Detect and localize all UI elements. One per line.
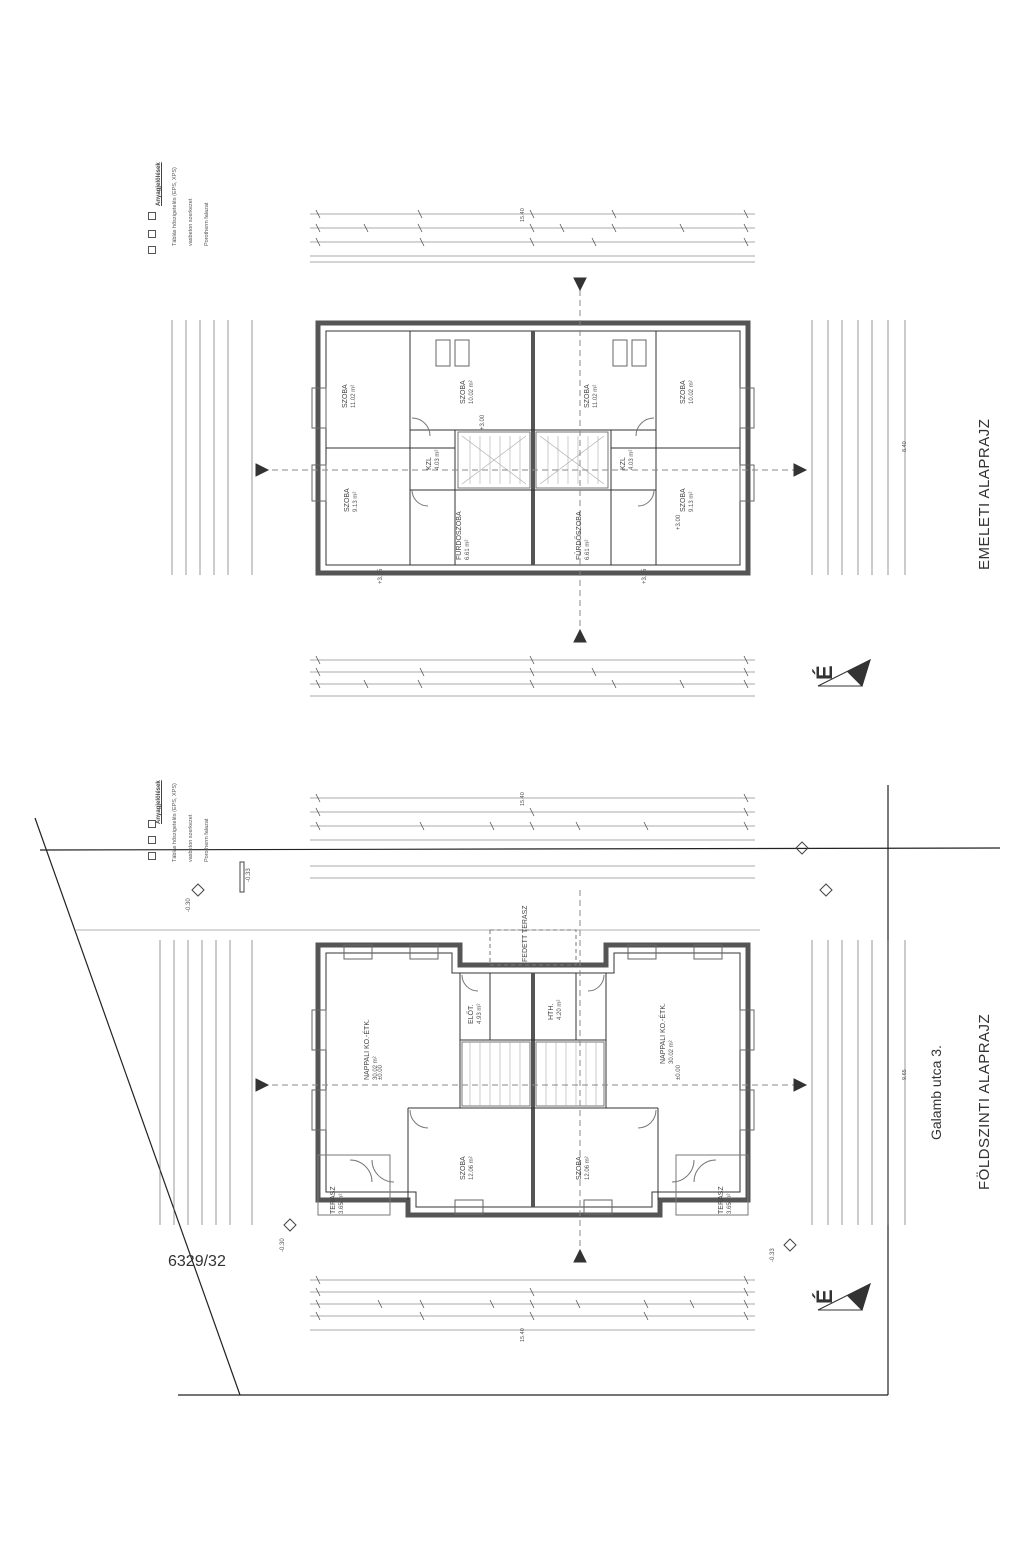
- legend-swatch: [148, 820, 156, 828]
- overall-length-ground-bottom: 15.40: [520, 1328, 526, 1342]
- room-label: ELŐT.4.93 m²: [468, 1003, 483, 1024]
- level-mark: +3.15: [378, 568, 384, 584]
- ground-floor-title: FÖLDSZINTI ALAPRAJZ: [976, 1013, 993, 1190]
- legend-swatch: [148, 836, 156, 844]
- legend-item: Táblás hőszigetelés (EPS, XPS): [172, 783, 178, 862]
- overall-width-ground: 9.65: [902, 1069, 908, 1080]
- room-label: HTH.4.20 m²: [548, 999, 563, 1020]
- legend-item: vasbeton szerkezet: [188, 198, 194, 246]
- overall-width-upper: 8.40: [902, 441, 908, 452]
- level-mark: ±0.00: [676, 1065, 682, 1080]
- level-mark: +3.00: [480, 414, 486, 430]
- level-mark: -0.33: [770, 1248, 776, 1262]
- upper-floor-title: EMELETI ALAPRAJZ: [976, 418, 993, 570]
- legend-swatch: [148, 246, 156, 254]
- legend-swatch: [148, 230, 156, 238]
- north-mark-upper: É: [812, 665, 837, 680]
- level-mark: -0.33: [246, 868, 252, 882]
- level-mark: ±0.00: [378, 1065, 384, 1080]
- overall-length-ground: 15.40: [520, 792, 526, 806]
- legend-item: vasbeton szerkezet: [188, 814, 194, 862]
- legend-item: Porotherm falazat: [204, 202, 210, 246]
- legend-item: Porotherm falazat: [204, 818, 210, 862]
- level-mark: +3.15: [642, 568, 648, 584]
- room-label: FEDETT TERASZ: [522, 905, 529, 962]
- level-mark: -0.30: [280, 1238, 286, 1252]
- street-address: Galamb utca 3.: [928, 1045, 944, 1140]
- room-label: NAPPALI KO.-ÉTK.30.02 m²: [660, 1003, 675, 1064]
- legend-title: Anyagjelölések: [156, 162, 162, 206]
- legend-item: Táblás hőszigetelés (EPS, XPS): [172, 167, 178, 246]
- north-mark-ground: É: [812, 1289, 837, 1304]
- parcel-number: 6329/32: [168, 1253, 226, 1270]
- legend-swatch: [148, 852, 156, 860]
- legend-swatch: [148, 212, 156, 220]
- ground-floor-plan: [34, 785, 1001, 1396]
- level-mark: -0.30: [186, 898, 192, 912]
- overall-length-upper: 15.40: [520, 208, 526, 222]
- legend-title: Anyagjelölések: [156, 780, 162, 824]
- level-mark: +3.00: [676, 514, 682, 530]
- upper-floor-plan: [171, 209, 906, 697]
